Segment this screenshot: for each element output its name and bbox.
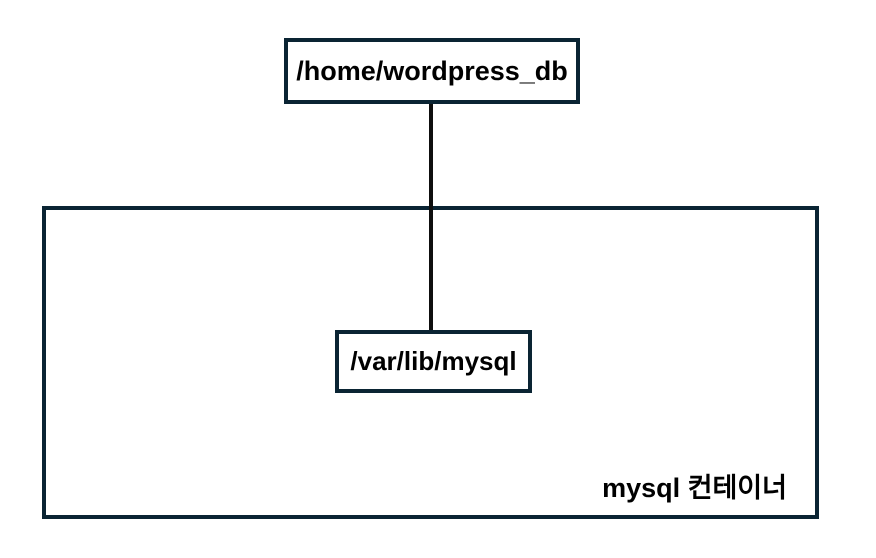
mysql-container-label: mysql 컨테이너 [602, 473, 787, 503]
host-path-box: /home/wordpress_db [284, 38, 580, 104]
host-path-label: /home/wordpress_db [296, 55, 568, 86]
mount-connector-line [429, 102, 433, 332]
container-path-box: /var/lib/mysql [335, 330, 532, 393]
container-path-label: /var/lib/mysql [350, 346, 517, 376]
